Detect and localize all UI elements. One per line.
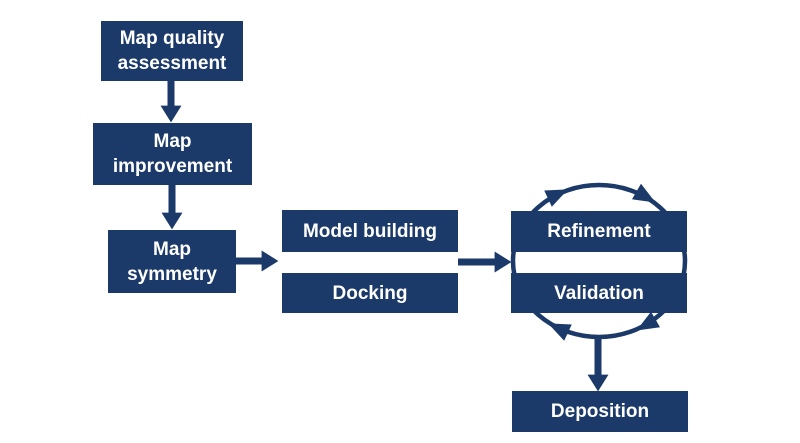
node-map-quality-assessment: Map quality assessment bbox=[101, 21, 243, 81]
cycle-arrowheads bbox=[544, 183, 661, 341]
iteration-cycle-ellipse bbox=[510, 182, 688, 340]
node-validation: Validation bbox=[511, 273, 687, 313]
node-model-building: Model building bbox=[282, 210, 458, 252]
cycle-arrowhead-bottom-right-icon bbox=[636, 311, 661, 331]
node-docking: Docking bbox=[282, 273, 458, 313]
node-refinement: Refinement bbox=[511, 211, 687, 252]
cycle-arrowhead-top-right-icon bbox=[631, 183, 656, 203]
cycle-arrowhead-top-left-icon bbox=[544, 189, 568, 207]
node-deposition: Deposition bbox=[512, 391, 688, 432]
node-map-symmetry: Map symmetry bbox=[108, 230, 236, 293]
node-map-improvement: Map improvement bbox=[93, 123, 252, 185]
cycle-arrowhead-bottom-left-icon bbox=[548, 323, 572, 341]
